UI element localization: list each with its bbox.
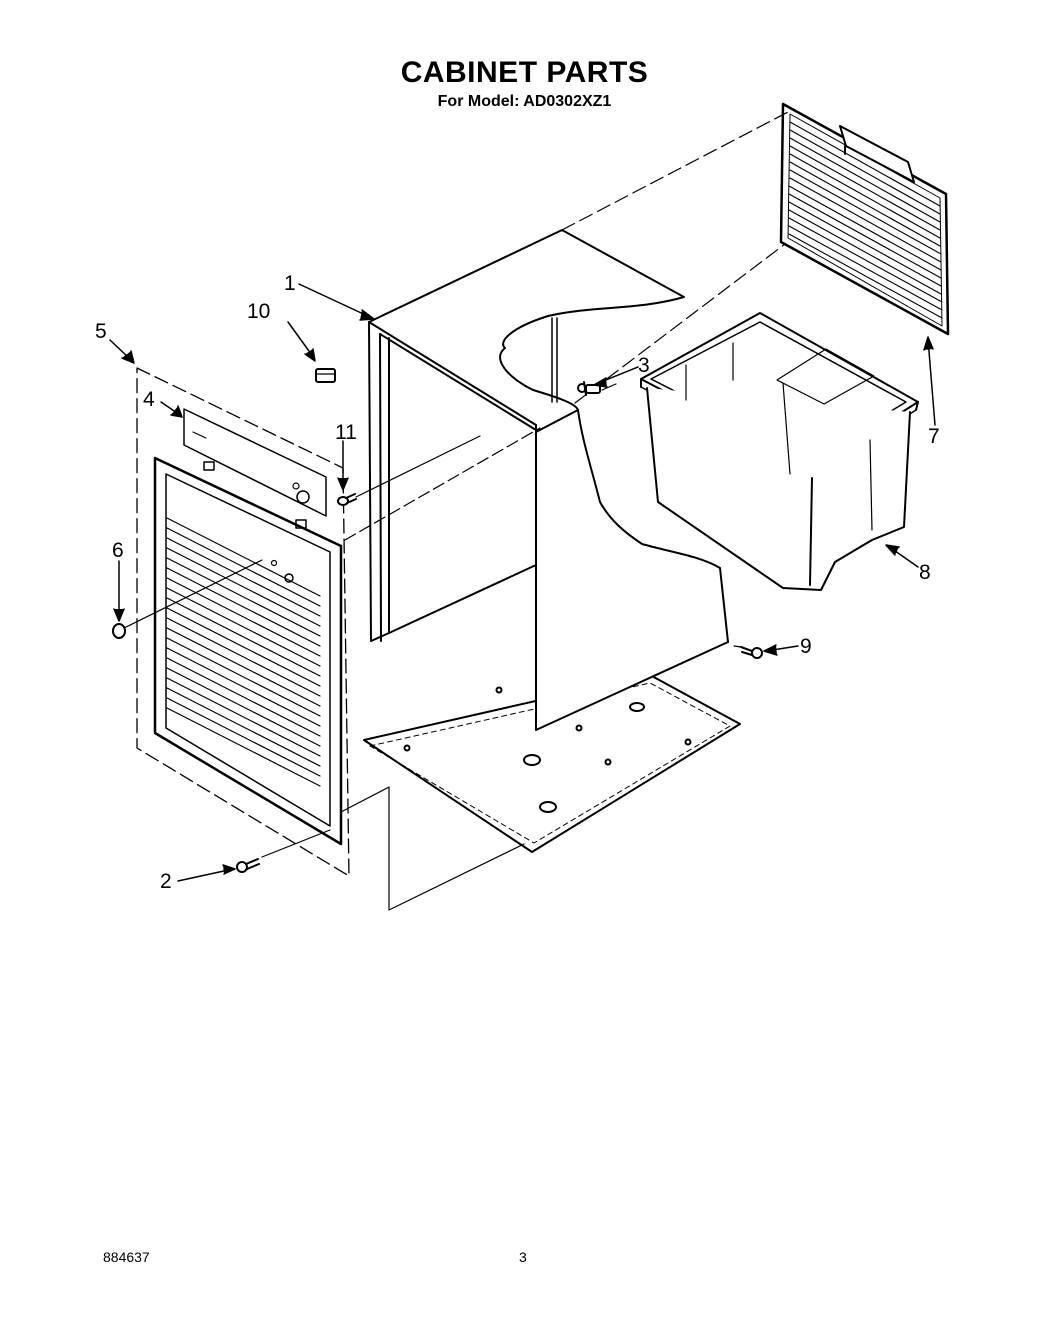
callout-7: 7: [928, 425, 940, 448]
page-number: 3: [519, 1249, 527, 1265]
front-grille-panel: [153, 456, 343, 846]
screw-part-9: [740, 646, 763, 659]
control-knob: [315, 368, 336, 383]
callout-5: 5: [95, 320, 107, 343]
callout-10: 10: [247, 300, 270, 323]
cabinet-wrapper: [368, 229, 729, 731]
rear-filter-grille: [779, 102, 950, 336]
callout-2: 2: [160, 870, 172, 893]
callout-3: 3: [638, 354, 650, 377]
callout-6: 6: [112, 539, 124, 562]
callout-arrows: [109, 283, 936, 882]
plug-part-6: [112, 623, 126, 639]
page-title: CABINET PARTS: [400, 56, 649, 89]
document-number: 884637: [103, 1249, 150, 1265]
callout-9: 9: [800, 635, 812, 658]
nameplate: [183, 408, 327, 517]
screw-part-2: [236, 858, 260, 873]
hardware-leader-lines: [123, 383, 742, 911]
model-subtitle: For Model: AD0302XZ1: [437, 93, 612, 110]
screw-part-11: [337, 493, 357, 506]
grille-leader-lines: [561, 111, 789, 404]
callout-4: 4: [143, 388, 155, 411]
water-bucket: [640, 312, 919, 591]
callout-8: 8: [919, 561, 931, 584]
screw-part-3: [577, 381, 601, 396]
callout-11: 11: [335, 421, 357, 444]
callout-1: 1: [284, 272, 296, 295]
